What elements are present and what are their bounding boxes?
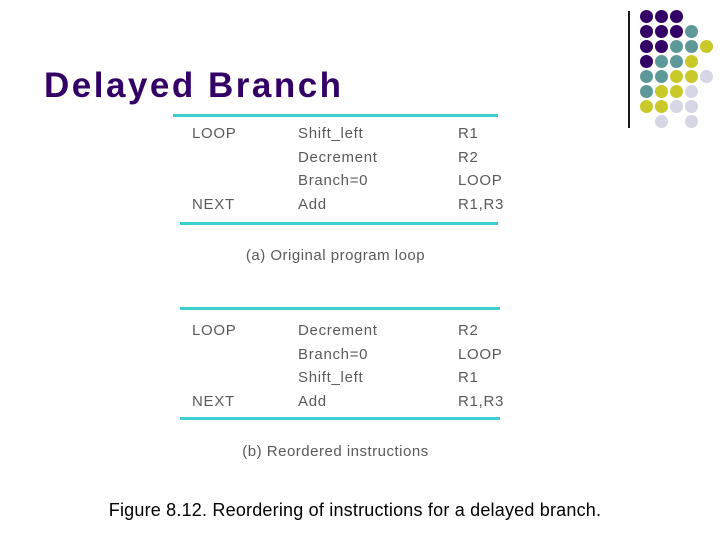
decor-dot-empty — [700, 85, 713, 98]
decor-dot — [655, 85, 668, 98]
table-row: Branch=0 LOOP — [192, 346, 508, 370]
decor-dot — [655, 25, 668, 38]
table-row: NEXT Add R1,R3 — [192, 393, 508, 417]
table-a-bottom-rule — [180, 222, 498, 225]
row-instruction: Decrement — [298, 148, 378, 166]
decor-dot — [655, 100, 668, 113]
decor-dot — [685, 25, 698, 38]
decor-dot — [640, 70, 653, 83]
row-instruction: Shift_left — [298, 369, 364, 386]
row-operand: R2 — [458, 148, 479, 166]
decor-dot — [685, 100, 698, 113]
row-instruction: Add — [298, 392, 327, 410]
decor-dot — [670, 55, 683, 68]
table-row: NEXT Add R1,R3 — [192, 196, 508, 220]
row-operand: R2 — [458, 322, 479, 339]
table-row: Branch=0 LOOP — [192, 172, 508, 196]
decor-dot-empty — [700, 55, 713, 68]
decor-dot — [640, 40, 653, 53]
row-operand: LOOP — [458, 172, 503, 189]
table-a-top-rule — [173, 114, 498, 117]
decor-vertical-line — [628, 11, 630, 128]
row-instruction: Add — [298, 195, 327, 213]
caption-a: (a) Original program loop — [245, 247, 426, 264]
row-label: LOOP — [192, 125, 237, 142]
decor-dot — [670, 70, 683, 83]
decor-dot — [685, 85, 698, 98]
decor-dot — [655, 40, 668, 53]
decor-dot — [685, 40, 698, 53]
row-operand: R1,R3 — [458, 392, 505, 410]
decor-dot-empty — [685, 10, 698, 23]
row-label: LOOP — [192, 322, 237, 339]
decor-dot — [640, 25, 653, 38]
decor-dot — [640, 10, 653, 23]
table-b-bottom-rule — [180, 417, 500, 420]
page-title: Delayed Branch — [44, 66, 344, 105]
decor-dot-empty — [700, 100, 713, 113]
decor-dot — [685, 115, 698, 128]
table-row: LOOP Shift_left R1 — [192, 125, 508, 149]
caption-b: (b) Reordered instructions — [242, 443, 429, 460]
table-row: Shift_left R1 — [192, 369, 508, 393]
decor-dot-grid — [639, 9, 714, 129]
decor-dot — [655, 70, 668, 83]
decor-dot — [700, 40, 713, 53]
row-operand: LOOP — [458, 345, 503, 363]
table-row: LOOP Decrement R2 — [192, 322, 508, 346]
decor-dot — [670, 85, 683, 98]
decor-dot — [640, 100, 653, 113]
table-b-top-rule — [180, 307, 500, 310]
decor-dot — [655, 115, 668, 128]
decor-dot — [655, 10, 668, 23]
row-label: NEXT — [192, 195, 235, 213]
row-label: NEXT — [192, 392, 235, 410]
table-row: Decrement R2 — [192, 149, 508, 173]
decor-dot — [685, 70, 698, 83]
figure-caption: Figure 8.12. Reordering of instructions … — [108, 500, 602, 520]
decor-dot — [670, 40, 683, 53]
row-operand: R1 — [458, 369, 479, 386]
row-operand: R1 — [458, 125, 479, 142]
decor-dot — [655, 55, 668, 68]
decor-dot-empty — [700, 115, 713, 128]
decor-dot — [670, 25, 683, 38]
row-instruction: Branch=0 — [298, 172, 369, 189]
decor-dot — [670, 10, 683, 23]
row-operand: R1,R3 — [458, 195, 505, 213]
row-instruction: Branch=0 — [298, 345, 369, 363]
decor-dot — [670, 100, 683, 113]
row-instruction: Shift_left — [298, 125, 364, 142]
decor-dot — [685, 55, 698, 68]
decor-dot-empty — [640, 115, 653, 128]
row-instruction: Decrement — [298, 322, 378, 339]
decor-dot-empty — [700, 10, 713, 23]
decor-dot — [640, 55, 653, 68]
decor-dot-empty — [670, 115, 683, 128]
decor-dot — [700, 70, 713, 83]
decor-dot-empty — [700, 25, 713, 38]
decor-dot — [640, 85, 653, 98]
